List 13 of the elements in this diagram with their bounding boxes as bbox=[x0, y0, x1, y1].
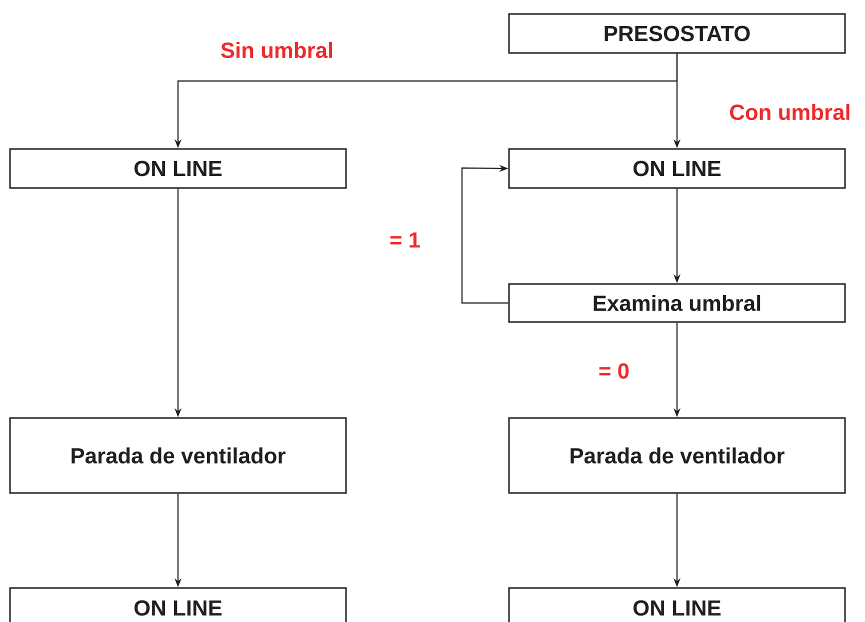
edge-label: Sin umbral bbox=[219, 40, 335, 60]
process-box: Parada de ventilador bbox=[508, 417, 846, 494]
process-box: Examina umbral bbox=[508, 283, 846, 323]
process-box: ON LINE bbox=[9, 587, 347, 622]
process-box: Parada de ventilador bbox=[9, 417, 347, 494]
process-box: ON LINE bbox=[508, 587, 846, 622]
arrow bbox=[461, 164, 508, 304]
edge-label: = 1 bbox=[388, 231, 422, 249]
edge-label: Con umbral bbox=[728, 102, 852, 122]
edge-label: = 0 bbox=[597, 362, 631, 380]
process-box: ON LINE bbox=[9, 148, 347, 189]
process-box: PRESOSTATO bbox=[508, 13, 846, 54]
process-box: ON LINE bbox=[508, 148, 846, 189]
